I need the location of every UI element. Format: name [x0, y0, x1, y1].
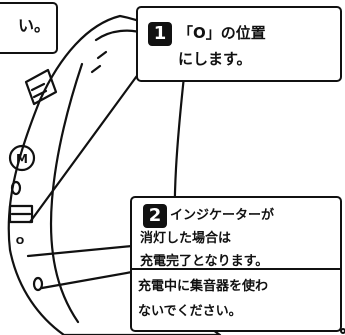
pointer-line-step2b: [40, 270, 134, 290]
step1-number-badge: 1: [148, 22, 172, 46]
top-connector: [24, 68, 58, 106]
m-button-icon: [8, 144, 36, 172]
pointer-line-step1: [28, 56, 152, 224]
grille-slot: [90, 64, 102, 74]
m-button-label: M: [16, 152, 28, 166]
pointer-line-step2a: [26, 244, 134, 258]
step2-callout: 2 インジケーターが 消灯した場合は 充電完了となります。 充電中に集音器を使わ…: [130, 196, 342, 332]
lower-vent: [32, 276, 44, 292]
page-mark: [340, 328, 345, 334]
previous-step-text-tail: い。: [17, 16, 50, 35]
charging-warning-note: 充電中に集音器を使わ ないでください。: [138, 279, 269, 319]
step2-instruction-text: インジケーターが 消灯した場合は 充電完了となります。: [140, 208, 275, 269]
step1-callout: 1 「O」の位置 にします。: [136, 6, 342, 82]
callout-divider: [132, 268, 340, 270]
grille-slot: [96, 50, 108, 60]
power-switch-icon: [8, 204, 34, 224]
device-inner-ridge: [49, 62, 84, 324]
previous-step-callout: い。: [0, 2, 58, 54]
step1-instruction: 「O」の位置 にします。: [178, 24, 266, 68]
switch-label: O: [16, 236, 25, 247]
indicator-light: [10, 180, 22, 196]
step2-number-badge: 2: [143, 204, 167, 228]
top-connector-detail: [30, 82, 48, 99]
step2-instruction: インジケーターが 消灯した場合は 充電完了となります。: [140, 204, 340, 273]
